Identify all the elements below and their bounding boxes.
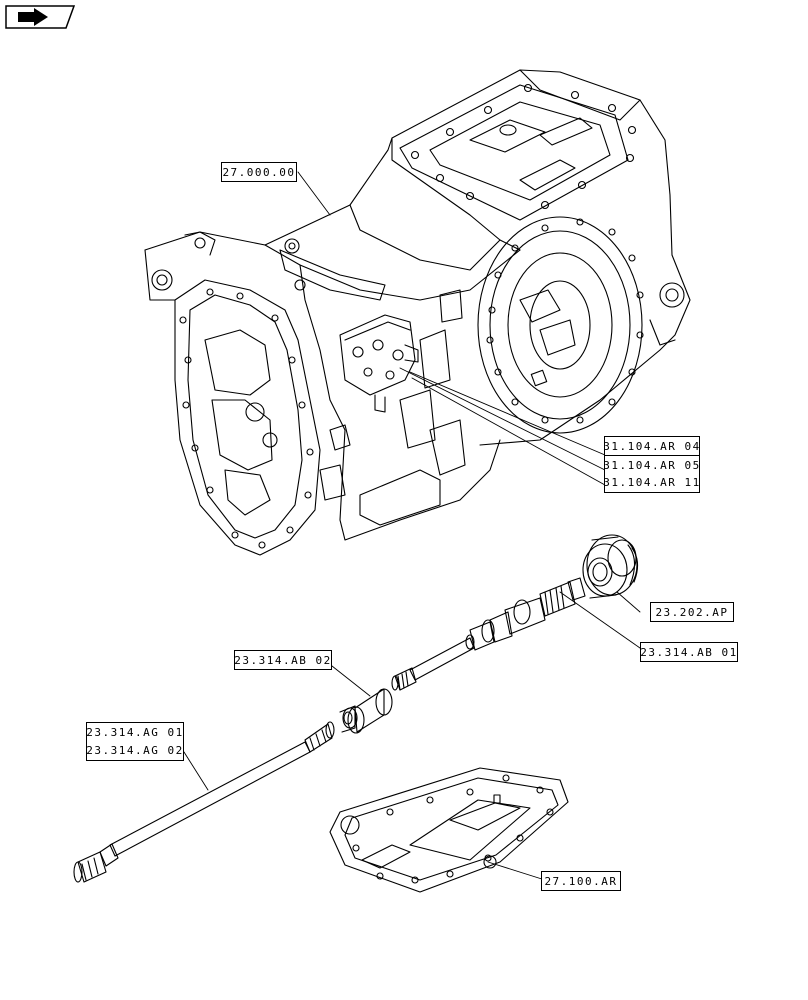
label-cover: 27.100.AR xyxy=(541,871,621,891)
label-housing: 27.000.00 xyxy=(221,162,297,182)
bottom-cover-plate xyxy=(329,767,569,893)
label-pto-shaft-a: 23.314.AG 01 xyxy=(86,722,184,742)
label-valve-a: 31.104.AR 04 xyxy=(603,436,700,456)
label-sleeve: 23.314.AB 02 xyxy=(234,650,332,670)
label-valve-c: 31.104.AR 11 xyxy=(603,473,700,493)
label-main-shaft: 23.314.AB 01 xyxy=(640,642,738,662)
main-shaft xyxy=(391,577,586,691)
label-bearing: 23.202.AP xyxy=(650,602,734,622)
label-valve-b: 31.104.AR 05 xyxy=(603,456,700,476)
label-pto-shaft-b: 23.314.AG 02 xyxy=(86,741,184,761)
forward-arrow-icon[interactable] xyxy=(4,4,76,30)
sleeve-coupling xyxy=(339,688,393,734)
transmission-housing xyxy=(144,69,691,556)
bearing-ring xyxy=(582,534,639,599)
pto-shaft xyxy=(73,721,335,883)
